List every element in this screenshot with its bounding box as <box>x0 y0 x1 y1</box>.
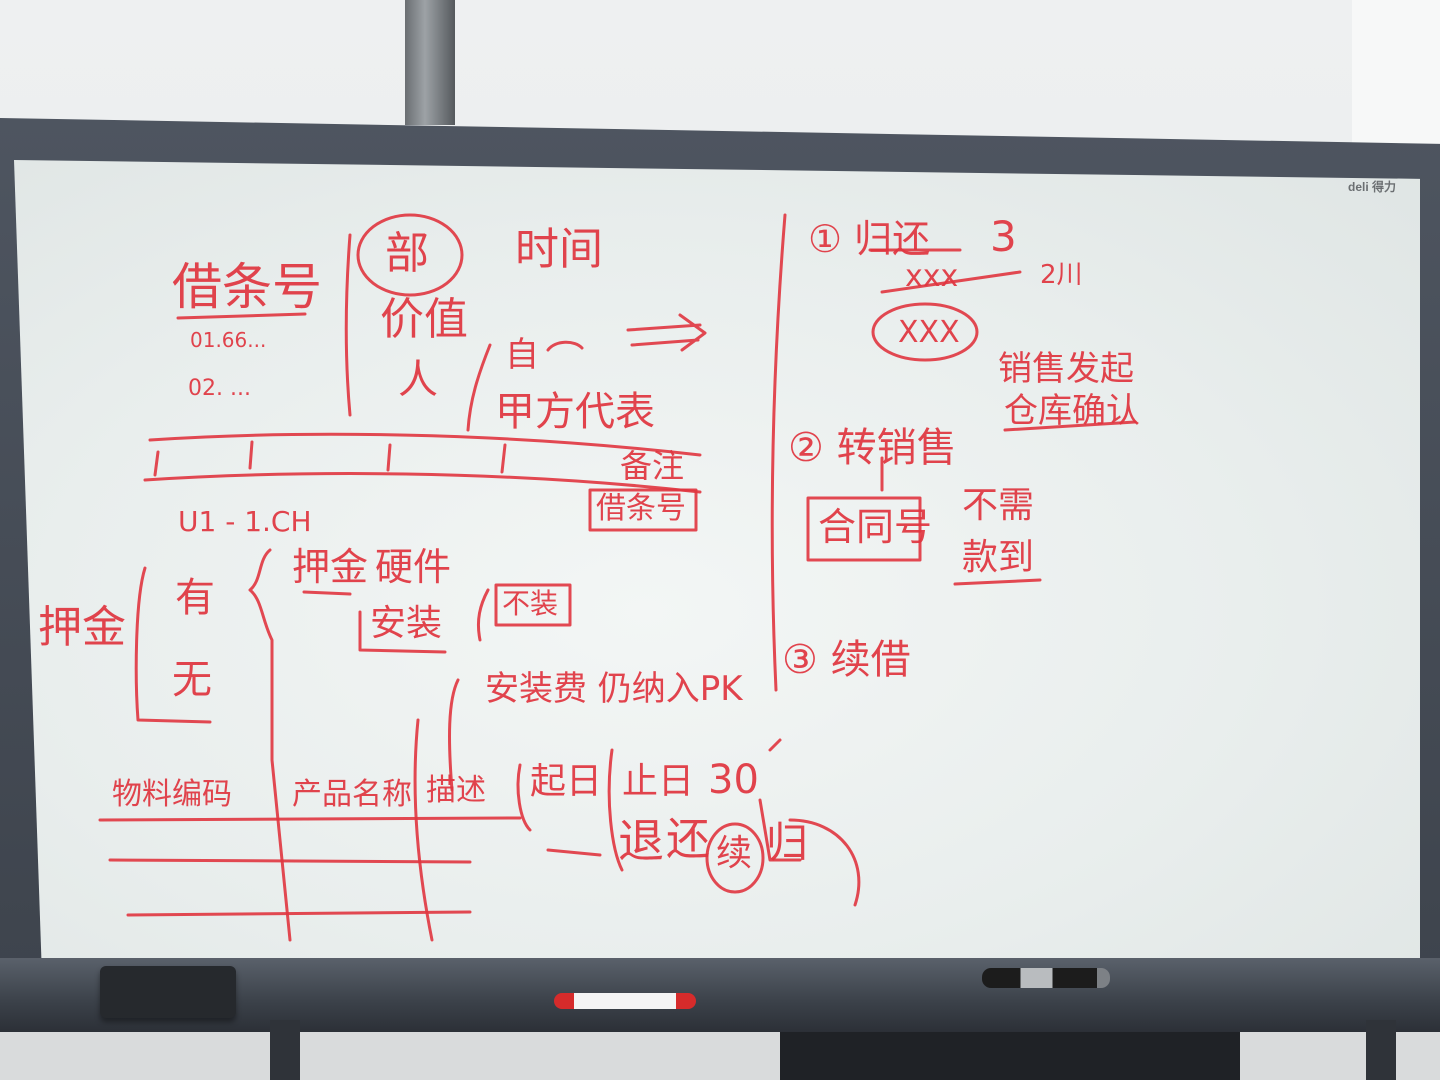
loan-number-1: 01.66... <box>190 328 267 352</box>
thirty-label: 30 <box>708 757 759 803</box>
payment-arrival-label: 款到 <box>962 537 1035 578</box>
header-product-name: 产品名称 <box>292 777 412 812</box>
install-label: 安装 <box>370 603 443 644</box>
none-label: 无 <box>172 657 212 703</box>
item-to-sales: ② 转销售 <box>788 425 957 471</box>
wall-pillar <box>405 0 455 125</box>
stand-leg-left <box>270 1020 300 1080</box>
eraser <box>100 966 236 1018</box>
no-install-label: 不装 <box>502 587 559 620</box>
crossed-out-text: xxx <box>905 259 959 294</box>
warehouse-confirm: 仓库确认 <box>1004 391 1140 431</box>
remark-label: 备注 <box>620 447 685 485</box>
return-label-2: 还 <box>666 814 710 865</box>
deposit-hw-label: 押金 <box>292 545 369 589</box>
self-label: 自 <box>505 335 539 375</box>
party-a-label: 甲方代表 <box>495 389 655 435</box>
item-return: ① 归还 <box>808 217 931 261</box>
circled-department: 部 <box>385 228 429 279</box>
end-date-label: 止日 <box>622 761 695 802</box>
item-return-count: 3 <box>990 212 1017 261</box>
has-label: 有 <box>175 575 215 621</box>
start-date-label: 起日 <box>530 761 603 802</box>
circled-xxx: XXX <box>898 315 960 350</box>
install-fee-label: 安装费 仍纳入PK <box>485 669 743 709</box>
time-label: 时间 <box>515 224 603 275</box>
marker-tray <box>0 958 1440 1032</box>
hardware-label: 硬件 <box>375 545 452 589</box>
deposit-label: 押金 <box>38 602 126 653</box>
brand-logo: deli 得力 <box>1348 180 1397 194</box>
red-marker <box>554 993 696 1009</box>
loan-number-2: 02. ... <box>188 376 251 401</box>
header-description: 描述 <box>426 773 486 808</box>
number-two-chuan: 2川 <box>1040 260 1083 290</box>
return-label-1: 退 <box>618 814 664 868</box>
stand-leg-right <box>1366 1020 1396 1080</box>
loan-number-title: 借条号 <box>172 258 322 316</box>
person-label: 人 <box>398 357 438 403</box>
value-label: 价值 <box>380 294 468 345</box>
remark-box-label: 借条号 <box>596 491 686 526</box>
return-label-4: 归 <box>766 818 809 867</box>
item-renew: ③ 续借 <box>782 637 911 683</box>
whiteboard-surface <box>14 160 1420 980</box>
code-label: U1 - 1.CH <box>178 505 312 538</box>
no-need-label: 不需 <box>962 485 1035 526</box>
return-label-3: 续 <box>716 833 753 874</box>
window <box>1352 0 1440 150</box>
header-material-code: 物料编码 <box>112 777 232 812</box>
sales-initiate: 销售发起 <box>998 349 1134 389</box>
black-marker <box>982 968 1110 988</box>
contract-number: 合同号 <box>818 505 933 549</box>
